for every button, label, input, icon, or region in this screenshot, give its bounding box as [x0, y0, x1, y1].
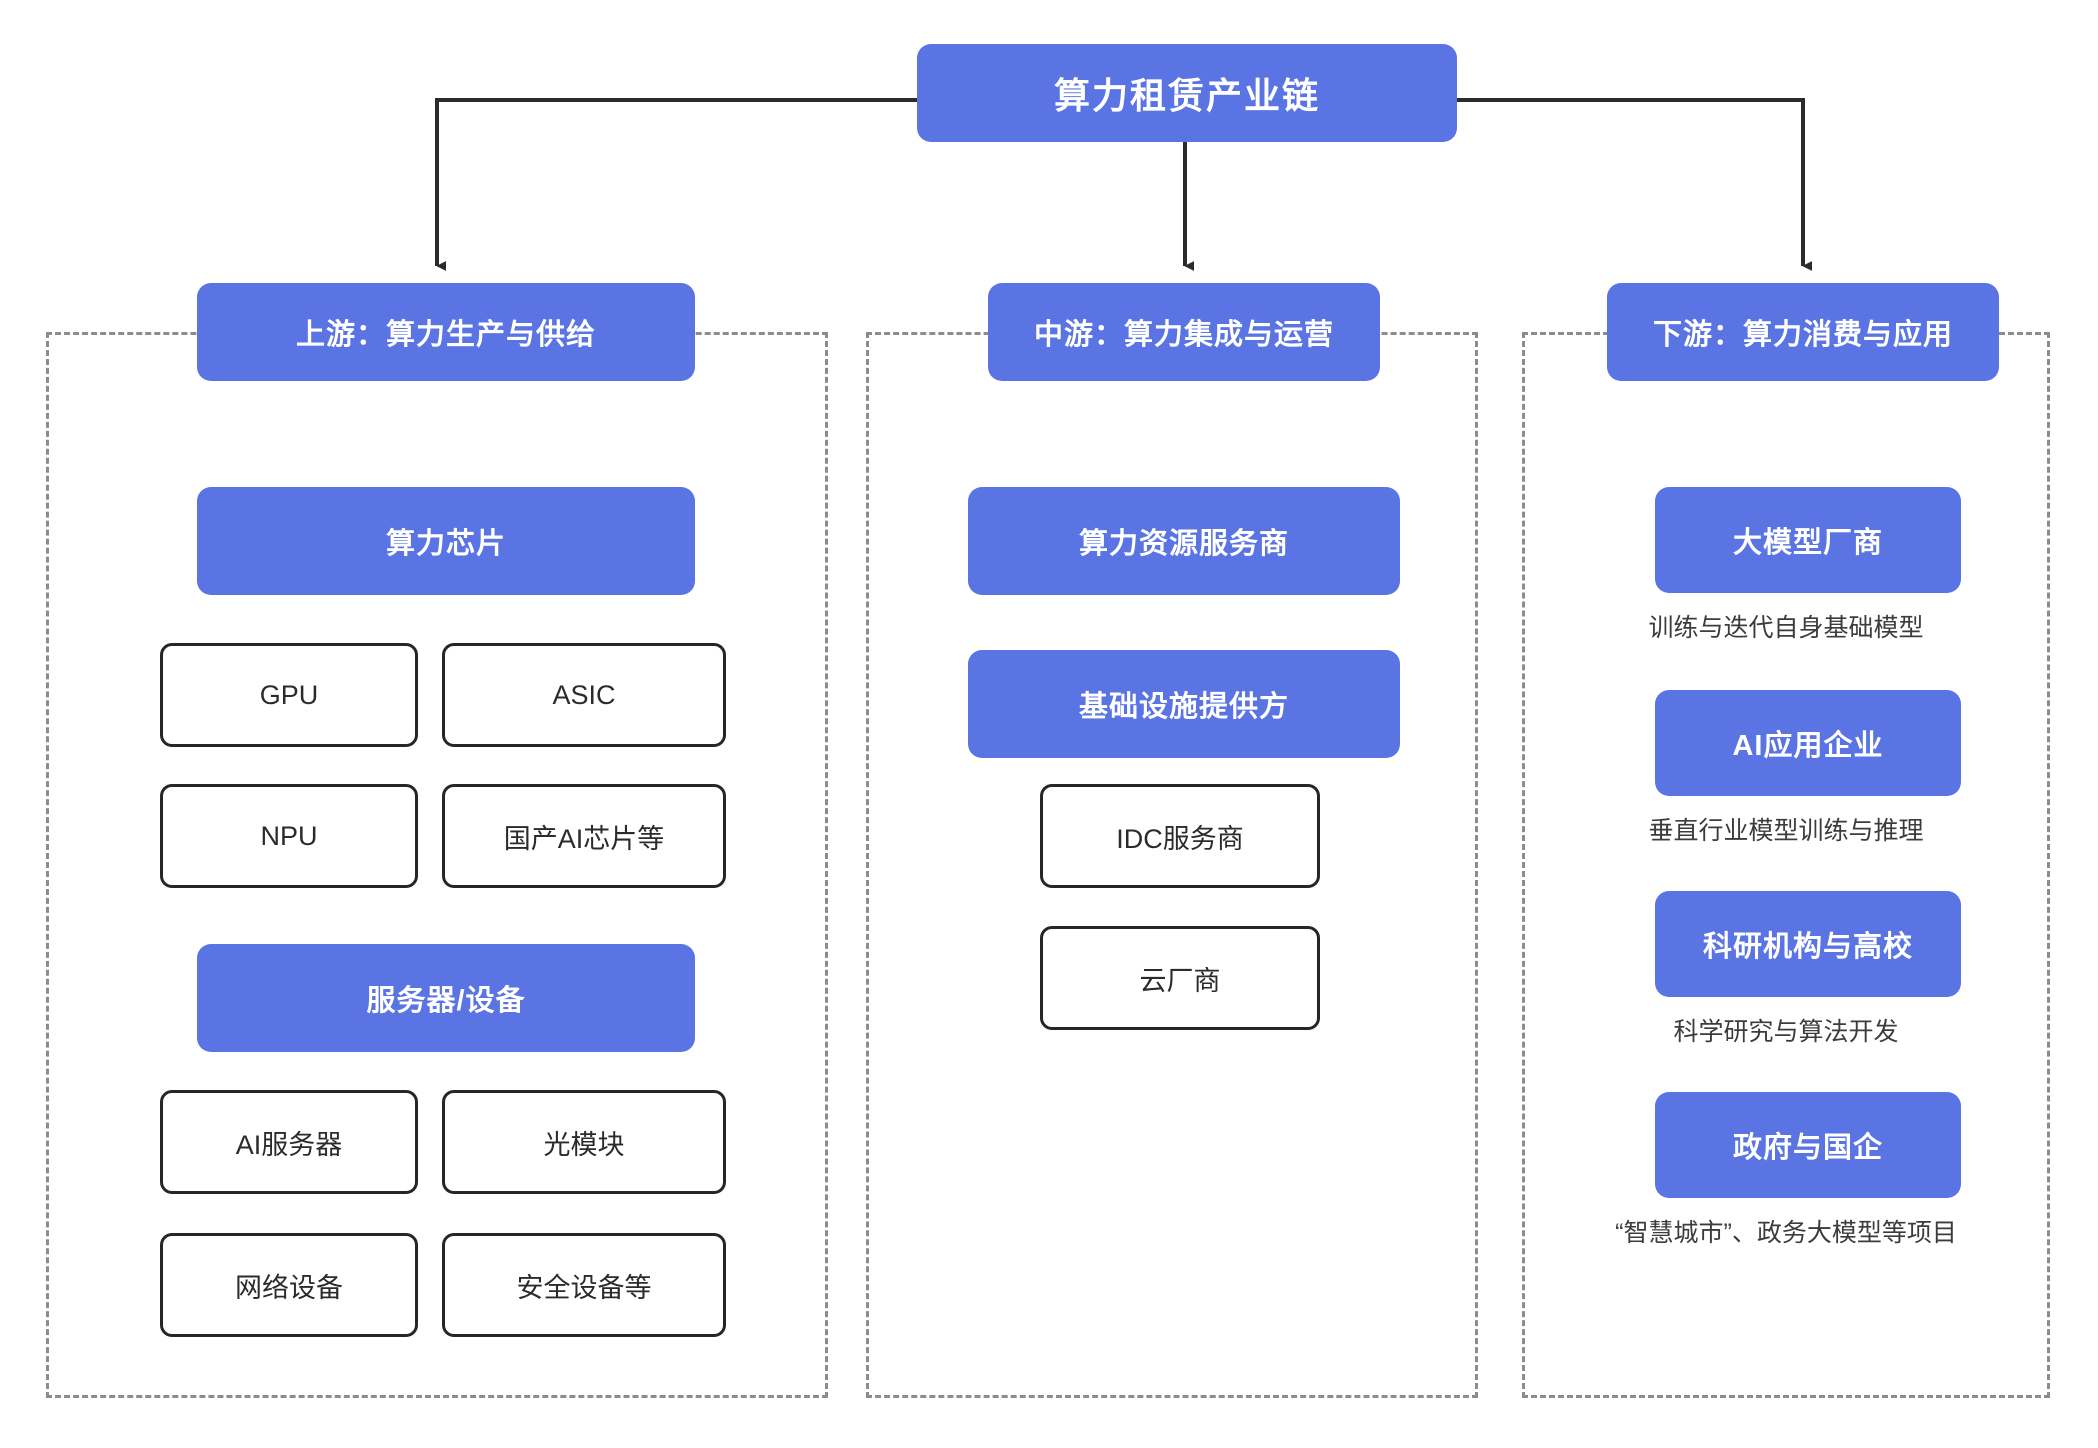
stage-header-downstream[interactable]: 下游：算力消费与应用	[1607, 283, 1999, 381]
leaf-gpu[interactable]: GPU	[160, 643, 418, 747]
leaf-security-equipment[interactable]: 安全设备等	[442, 1233, 726, 1337]
actor-caption-large-model-vendor: 训练与迭代自身基础模型	[1648, 614, 1924, 642]
root-node[interactable]: 算力租赁产业链	[917, 44, 1457, 142]
connector-root-to-upstream	[435, 98, 917, 271]
actor-large-model-vendor[interactable]: 大模型厂商	[1655, 487, 1961, 593]
stage-header-midstream[interactable]: 中游：算力集成与运营	[988, 283, 1380, 381]
actor-research-institutes-universities[interactable]: 科研机构与高校	[1655, 891, 1961, 997]
leaf-idc-provider[interactable]: IDC服务商	[1040, 784, 1320, 888]
actor-caption-government-soe: “智慧城市”、政务大模型等项目	[1615, 1219, 1957, 1247]
category-chips[interactable]: 算力芯片	[197, 487, 695, 595]
connector-root-to-downstream	[1457, 98, 1813, 271]
actor-caption-research-institutes-universities: 科学研究与算法开发	[1673, 1018, 1899, 1046]
leaf-domestic-ai-chip[interactable]: 国产AI芯片等	[442, 784, 726, 888]
leaf-cloud-vendor[interactable]: 云厂商	[1040, 926, 1320, 1030]
leaf-ai-server[interactable]: AI服务器	[160, 1090, 418, 1194]
stage-header-upstream[interactable]: 上游：算力生产与供给	[197, 283, 695, 381]
leaf-asic[interactable]: ASIC	[442, 643, 726, 747]
leaf-network-equipment[interactable]: 网络设备	[160, 1233, 418, 1337]
leaf-optical-module[interactable]: 光模块	[442, 1090, 726, 1194]
category-compute-resource-provider[interactable]: 算力资源服务商	[968, 487, 1400, 595]
actor-ai-application-enterprise[interactable]: AI应用企业	[1655, 690, 1961, 796]
category-server-equipment[interactable]: 服务器/设备	[197, 944, 695, 1052]
category-infrastructure-provider[interactable]: 基础设施提供方	[968, 650, 1400, 758]
actor-government-soe[interactable]: 政府与国企	[1655, 1092, 1961, 1198]
actor-caption-ai-application-enterprise: 垂直行业模型训练与推理	[1648, 817, 1924, 845]
leaf-npu[interactable]: NPU	[160, 784, 418, 888]
